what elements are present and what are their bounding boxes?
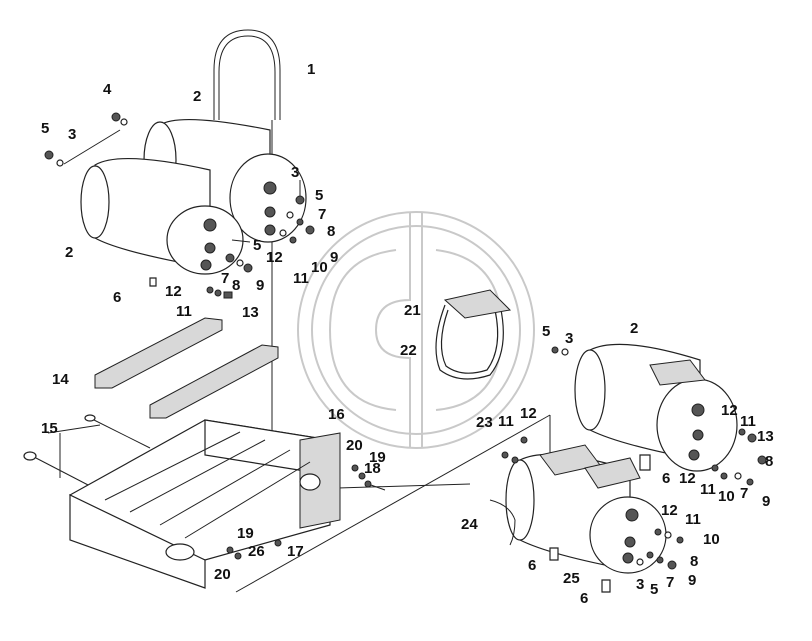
support-frame bbox=[69, 419, 341, 589]
callout-label: 4 bbox=[103, 81, 112, 98]
hose-part bbox=[489, 499, 516, 546]
callout-label: 20 bbox=[214, 566, 231, 583]
callout-label: 5 bbox=[542, 323, 550, 340]
callout-label: 12 bbox=[165, 283, 182, 300]
callout-label: 25 bbox=[563, 570, 580, 587]
callout-label: 17 bbox=[287, 543, 304, 560]
callout-label: 12 bbox=[266, 249, 283, 266]
callout-label: 13 bbox=[757, 428, 774, 445]
callout-label: 9 bbox=[688, 572, 696, 589]
callout-labels: 1 2 2 3 3 4 5 5 5 6 7 7 8 8 9 9 10 11 11… bbox=[41, 61, 774, 607]
callout-label: 11 bbox=[176, 303, 192, 320]
callout-label: 8 bbox=[232, 277, 240, 294]
callout-label: 7 bbox=[318, 206, 326, 223]
callout-label: 19 bbox=[369, 449, 386, 466]
callout-label: 15 bbox=[41, 420, 58, 437]
mounting-brackets bbox=[94, 317, 279, 419]
callout-label: 12 bbox=[721, 402, 738, 419]
callout-label: 11 bbox=[700, 481, 716, 498]
callout-label: 19 bbox=[237, 525, 254, 542]
upper-tank-front bbox=[80, 157, 244, 275]
callout-label: 23 bbox=[476, 414, 493, 431]
callout-label: 3 bbox=[68, 126, 76, 143]
callout-label: 3 bbox=[636, 576, 644, 593]
callout-label: 3 bbox=[565, 330, 573, 347]
callout-label: 10 bbox=[311, 259, 328, 276]
callout-label: 11 bbox=[685, 511, 701, 528]
callout-label: 5 bbox=[650, 581, 658, 598]
callout-label: 9 bbox=[256, 277, 264, 294]
callout-label: 18 bbox=[364, 460, 381, 477]
callout-label: 6 bbox=[113, 289, 121, 306]
callout-label: 8 bbox=[690, 553, 698, 570]
callout-label: 7 bbox=[740, 485, 748, 502]
fittings-right bbox=[501, 346, 767, 570]
callout-label: 2 bbox=[630, 320, 638, 337]
callout-label: 26 bbox=[248, 543, 265, 560]
callout-label: 8 bbox=[765, 453, 773, 470]
callout-label: 6 bbox=[528, 557, 536, 574]
callout-label: 6 bbox=[580, 590, 588, 607]
callout-label: 10 bbox=[718, 488, 735, 505]
callout-label: 3 bbox=[291, 164, 299, 181]
fittings-upper bbox=[44, 112, 315, 299]
callout-label: 12 bbox=[679, 470, 696, 487]
lower-right-tank bbox=[505, 444, 667, 593]
callout-label: 14 bbox=[52, 371, 69, 388]
callout-label: 6 bbox=[662, 470, 670, 487]
callout-label: 2 bbox=[193, 88, 201, 105]
callout-label: 5 bbox=[253, 237, 261, 254]
callout-label: 11 bbox=[498, 413, 514, 430]
callout-label: 10 bbox=[703, 531, 720, 548]
callout-label: 5 bbox=[41, 120, 49, 137]
callout-label: 13 bbox=[242, 304, 259, 321]
frame-bolts bbox=[226, 464, 386, 560]
callout-label: 24 bbox=[461, 516, 478, 533]
callout-label: 9 bbox=[330, 249, 338, 266]
callout-label: 22 bbox=[400, 342, 417, 359]
callout-label: 12 bbox=[520, 405, 537, 422]
callout-label: 7 bbox=[221, 270, 229, 287]
callout-label: 8 bbox=[327, 223, 335, 240]
callout-label: 7 bbox=[666, 574, 674, 591]
cable-straps bbox=[23, 414, 151, 487]
callout-label: 20 bbox=[346, 437, 363, 454]
pipe-loop-part bbox=[213, 29, 281, 120]
callout-label: 16 bbox=[328, 406, 345, 423]
callout-label: 11 bbox=[293, 270, 309, 287]
callout-label: 1 bbox=[307, 61, 315, 78]
right-tank bbox=[574, 343, 738, 472]
clamp-band-part bbox=[435, 289, 512, 380]
callout-label: 5 bbox=[315, 187, 323, 204]
callout-label: 21 bbox=[404, 302, 421, 319]
callout-label: 12 bbox=[661, 502, 678, 519]
callout-label: 2 bbox=[65, 244, 73, 261]
callout-label: 11 bbox=[740, 413, 756, 430]
callout-label: 9 bbox=[762, 493, 770, 510]
